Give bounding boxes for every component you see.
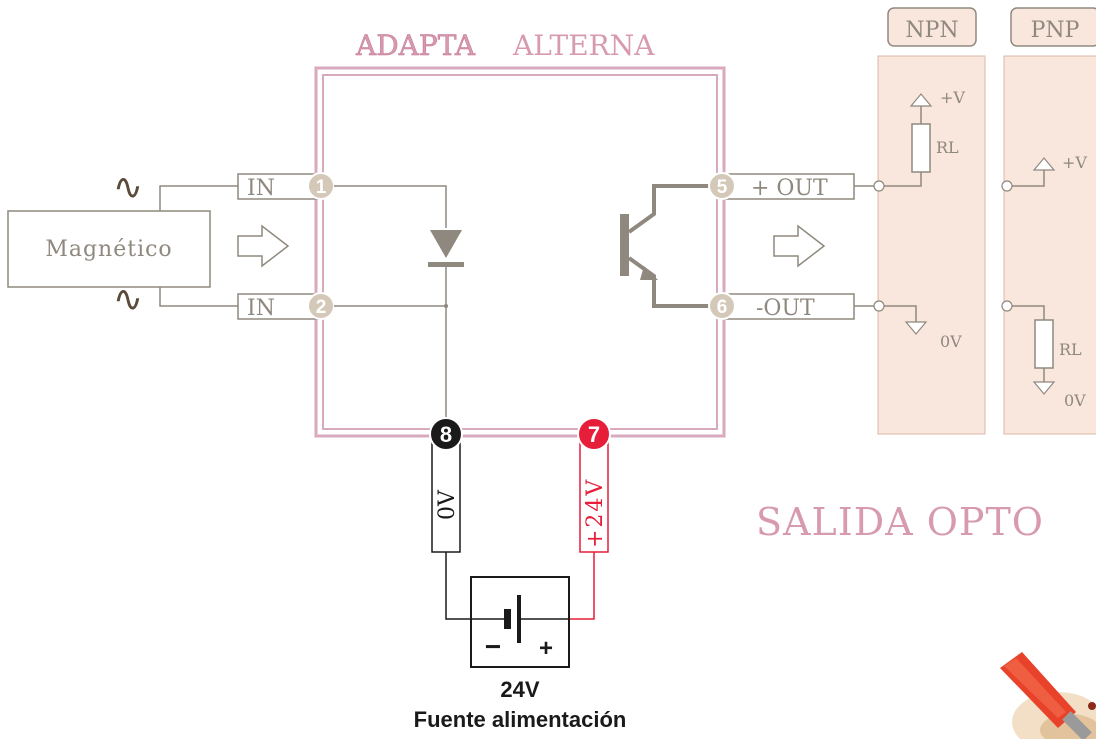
npn-ground-arrow-icon [904, 321, 928, 335]
module-frame-inner [322, 74, 718, 430]
title-adapta: ADAPTA [355, 29, 476, 62]
wire-npn-rl [884, 172, 922, 187]
pnp-tab [1010, 7, 1096, 47]
title-alterna: ALTERNA [512, 29, 655, 62]
npn-0v-node [873, 300, 885, 312]
npn-resistor [911, 123, 931, 173]
terminal-8-box [431, 433, 461, 553]
terminal-7-badge [577, 417, 611, 451]
pnp-out-node [1001, 180, 1013, 192]
terminal-in1-label: IN [247, 176, 275, 201]
wire-supply-positive [569, 552, 595, 620]
terminal-7-number: 7 [588, 422, 600, 447]
transistor-base [620, 214, 629, 276]
pnp-rl-node [1001, 300, 1013, 312]
subtitle-salida-opto: SALIDA OPTO [756, 500, 1044, 544]
supply-caption: Fuente alimentación [414, 707, 627, 732]
terminal-in2-label: IN [247, 296, 275, 321]
input-arrow-icon [237, 224, 290, 268]
terminal-8-badge [429, 417, 463, 451]
module-frame-outer [314, 66, 726, 438]
terminal-in1-box [237, 173, 319, 200]
terminal-in2-box [237, 293, 319, 320]
screwdriver-illustration [1000, 652, 1096, 739]
wire-pnp-rl [1012, 305, 1045, 320]
ac-symbol-bottom: ∿ [113, 279, 143, 320]
transistor-emitter [627, 256, 712, 308]
supply-voltage: 24V [500, 677, 539, 702]
npn-rl-label: RL [936, 138, 959, 157]
wire-in2 [159, 287, 238, 307]
diode-icon [430, 230, 462, 258]
wire-npn-ground [884, 305, 917, 322]
npn-0v-label: 0V [940, 332, 962, 351]
pnp-rl-label: RL [1059, 340, 1082, 359]
pnp-resistor [1034, 319, 1054, 369]
wire-in1 [159, 185, 238, 211]
npn-panel [877, 55, 986, 435]
battery-minus-sign: − [485, 631, 501, 662]
terminal-7-label: +24V [583, 478, 608, 548]
wire-diode-anode [334, 185, 447, 228]
npn-tab [887, 7, 977, 47]
terminal-5-badge [708, 172, 736, 200]
terminal-8-label: 0V [435, 489, 460, 520]
terminal-out6-label: -OUT [756, 296, 815, 321]
wire-pnp-vplus [1012, 170, 1045, 187]
magnetic-label: Magnético [45, 237, 172, 262]
terminal-out5-box [719, 173, 855, 200]
wire-supply-negative [445, 552, 471, 620]
terminal-6-number: 6 [717, 297, 728, 318]
ac-symbol-top: ∿ [113, 167, 143, 208]
terminal-5-number: 5 [717, 177, 728, 198]
output-arrow-icon [773, 224, 826, 268]
magnetic-sensor-box [7, 210, 211, 288]
diode-bar [428, 262, 464, 267]
pnp-ground-arrow-icon [1032, 381, 1056, 395]
terminal-out6-box [719, 293, 855, 320]
npn-vplus-arrow-icon [909, 93, 933, 107]
battery-cell-negative [504, 609, 511, 629]
pnp-vplus-label: +V [1062, 153, 1087, 172]
npn-vplus-label: +V [940, 88, 965, 107]
pnp-tab-label: PNP [1031, 18, 1080, 43]
pnp-vplus-arrow-icon [1032, 157, 1056, 171]
terminal-1-number: 1 [316, 177, 327, 198]
pnp-0v-label: 0V [1064, 391, 1086, 410]
transistor-emitter-arrow [640, 266, 658, 280]
junction-dot [444, 304, 448, 308]
transistor-collector [627, 184, 712, 234]
pnp-panel [1003, 55, 1096, 435]
battery-cell-positive [517, 595, 521, 643]
battery-plus-sign: + [539, 635, 553, 662]
terminal-8-number: 8 [440, 422, 452, 447]
npn-out-node [873, 180, 885, 192]
terminal-out5-label: + OUT [751, 176, 828, 201]
terminal-2-number: 2 [316, 297, 327, 318]
terminal-6-badge [708, 292, 736, 320]
npn-tab-label: NPN [905, 18, 958, 43]
